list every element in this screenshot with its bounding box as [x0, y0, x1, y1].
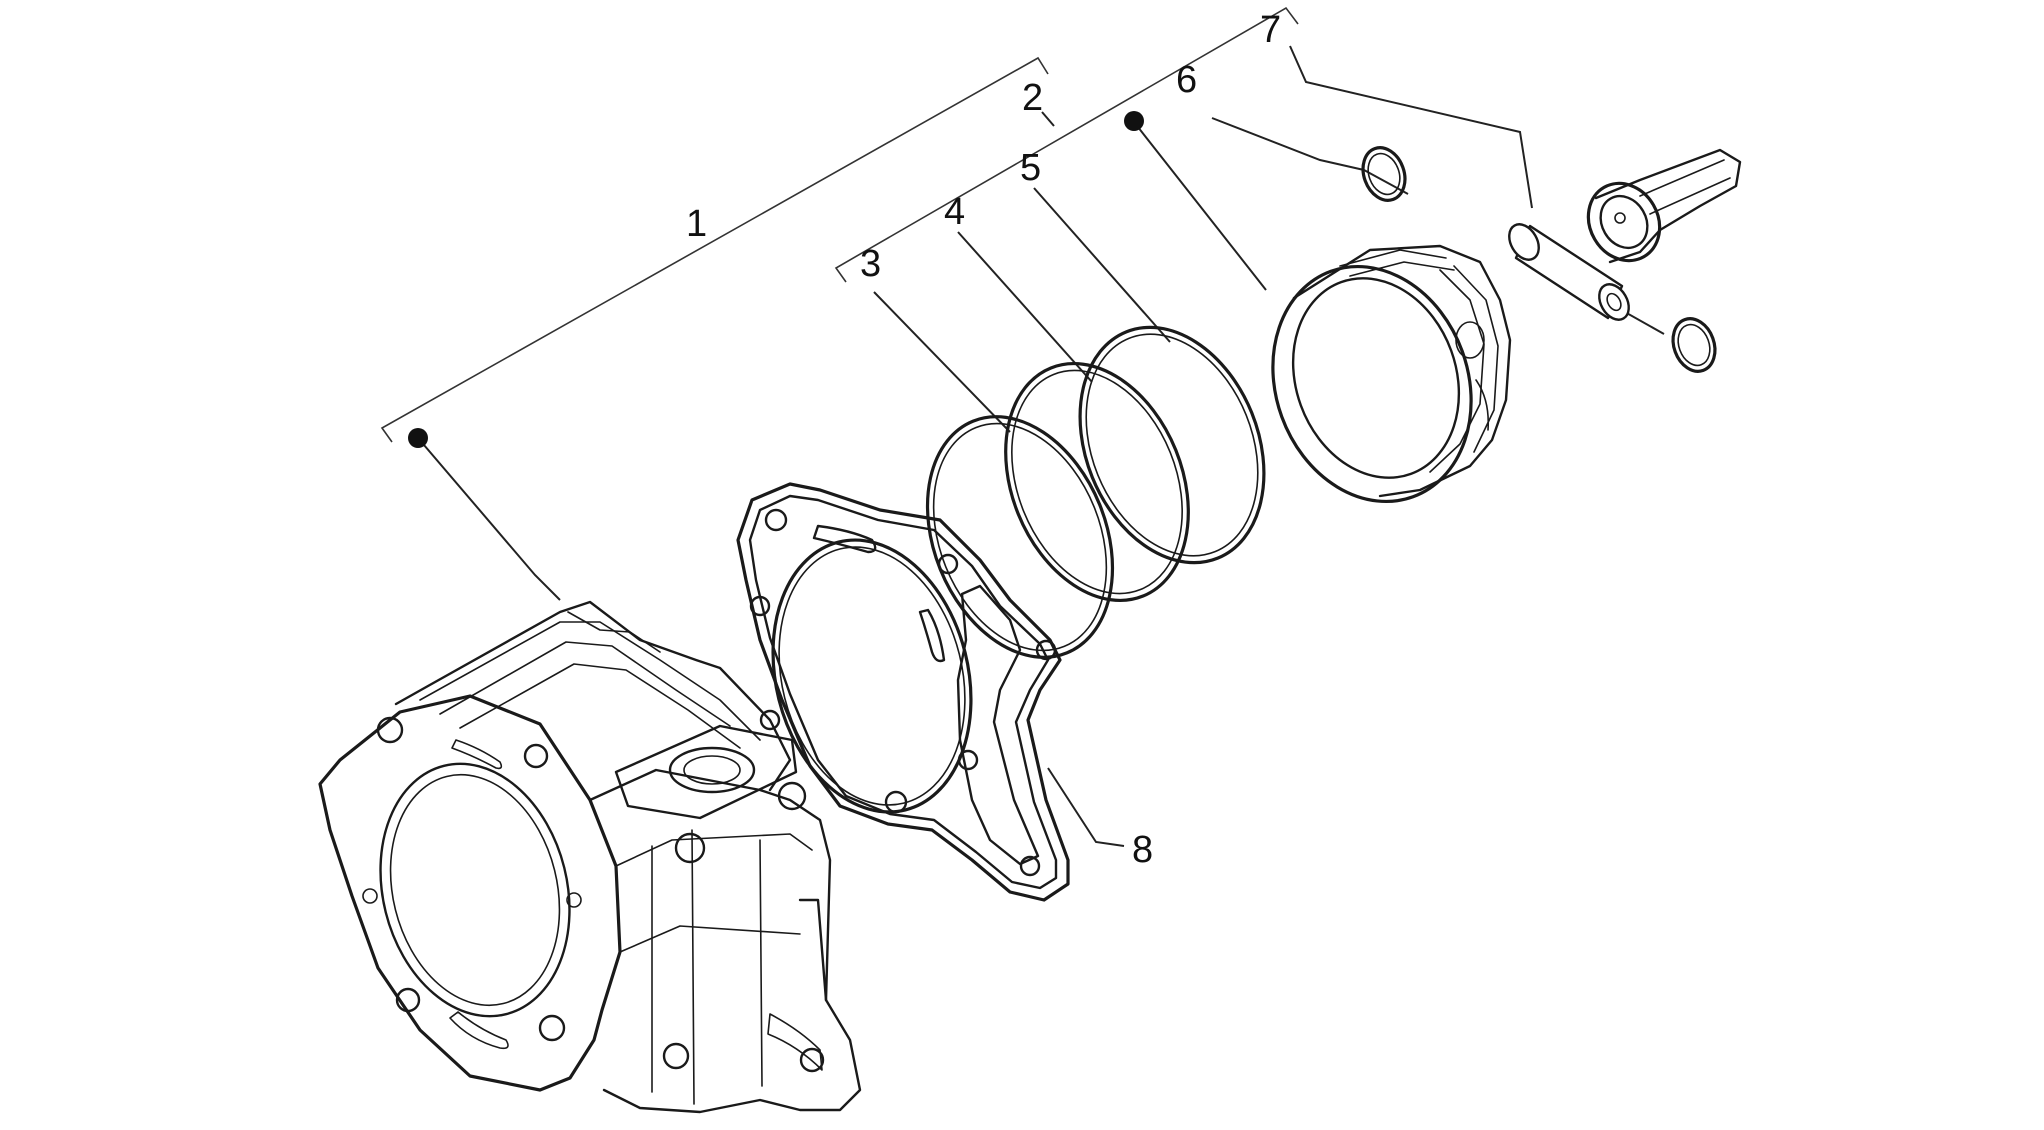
ring-part-5	[1078, 325, 1266, 565]
callout-1: 1	[686, 203, 707, 245]
gasket-part	[736, 482, 1070, 902]
callout-3: 3	[860, 243, 881, 285]
ring-part-3	[925, 415, 1115, 659]
bullet-marker-icon	[1124, 111, 1144, 131]
callout-5: 5	[1020, 147, 1041, 189]
piston-part	[1271, 244, 1512, 504]
piston-pin-part	[1508, 223, 1630, 321]
cylinder-part	[318, 600, 862, 1114]
bracket-group-1	[380, 56, 1049, 443]
ring-part-4	[1004, 361, 1190, 603]
circlip-part	[1361, 146, 1717, 373]
callout-4: 4	[944, 191, 965, 233]
callout-8: 8	[1132, 829, 1153, 871]
connecting-rod-part	[1586, 148, 1742, 264]
callout-7: 7	[1260, 9, 1281, 51]
bullet-marker-icon	[408, 428, 428, 448]
leader-lines	[417, 45, 1665, 847]
callout-6: 6	[1176, 59, 1197, 101]
bracket-group-2	[834, 6, 1299, 283]
callout-labels: 1 2 3 4 5 6 7 8	[686, 9, 1281, 871]
callout-2: 2	[1022, 77, 1043, 119]
